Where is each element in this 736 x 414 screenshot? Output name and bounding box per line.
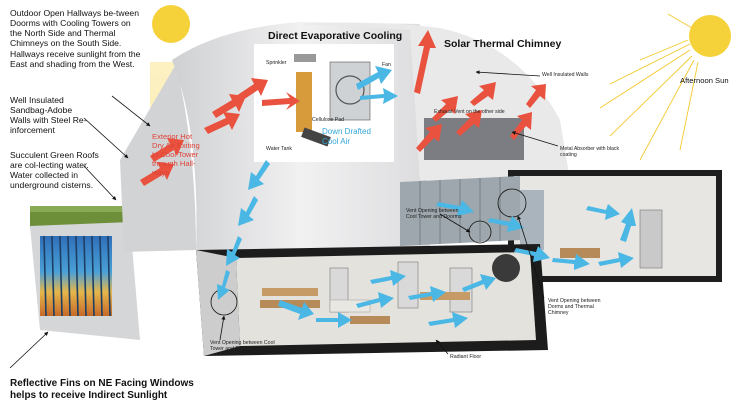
label-water-tank: Water Tank bbox=[266, 146, 292, 152]
furniture bbox=[260, 254, 520, 324]
label-walls: Well Insulated Sandbag-Adobe Walls with … bbox=[10, 95, 87, 136]
sun-east-icon bbox=[152, 5, 190, 43]
label-down-drafted: Down Drafted Cool Air bbox=[322, 127, 371, 146]
sun-afternoon-icon bbox=[689, 15, 731, 57]
label-metal-absorber: Metal Absorber with black coating bbox=[560, 146, 620, 159]
label-vent-opening-bottom: Vent Opening between Cool Tower and Door… bbox=[210, 340, 275, 353]
label-roofs: Succulent Green Roofs are col-lecting wa… bbox=[10, 150, 99, 191]
label-well-insulated-walls: Well Insulated Walls bbox=[542, 72, 589, 78]
label-vent-opening-top: Vent Opening between Cool Tower and Door… bbox=[406, 208, 462, 221]
label-exhaust-vent: Exhaust Vent on the other side bbox=[434, 109, 505, 115]
label-fan: Fan bbox=[382, 62, 391, 68]
label-radiant-floor: Radiant Floor bbox=[450, 354, 482, 360]
label-afternoon-sun: Afternoon Sun bbox=[680, 76, 729, 85]
label-cellulose: Cellulose Pad bbox=[312, 117, 345, 123]
label-hallways: Outdoor Open Hallways be-tween Doorms wi… bbox=[10, 8, 141, 69]
leader-lines bbox=[9, 70, 559, 369]
cool-air-arrows bbox=[217, 160, 636, 328]
label-chimney-title: Solar Thermal Chimney bbox=[444, 38, 562, 50]
hot-air-arrows bbox=[140, 30, 546, 186]
label-fins: Reflective Fins on NE Facing Windows hel… bbox=[10, 378, 194, 401]
label-evap-title: Direct Evaporative Cooling bbox=[268, 30, 403, 42]
label-vent-opening-right: Vent Opening between Dorms and Thermal C… bbox=[548, 298, 601, 317]
evaporative-cooling-inset bbox=[254, 44, 398, 162]
reflective-fins bbox=[40, 235, 112, 317]
label-sprinkler: Sprinkler bbox=[266, 60, 287, 66]
label-exterior-air: Exterior Hot Dry Air Exiting to Cool Tow… bbox=[152, 132, 200, 178]
sun-rays bbox=[599, 13, 699, 161]
